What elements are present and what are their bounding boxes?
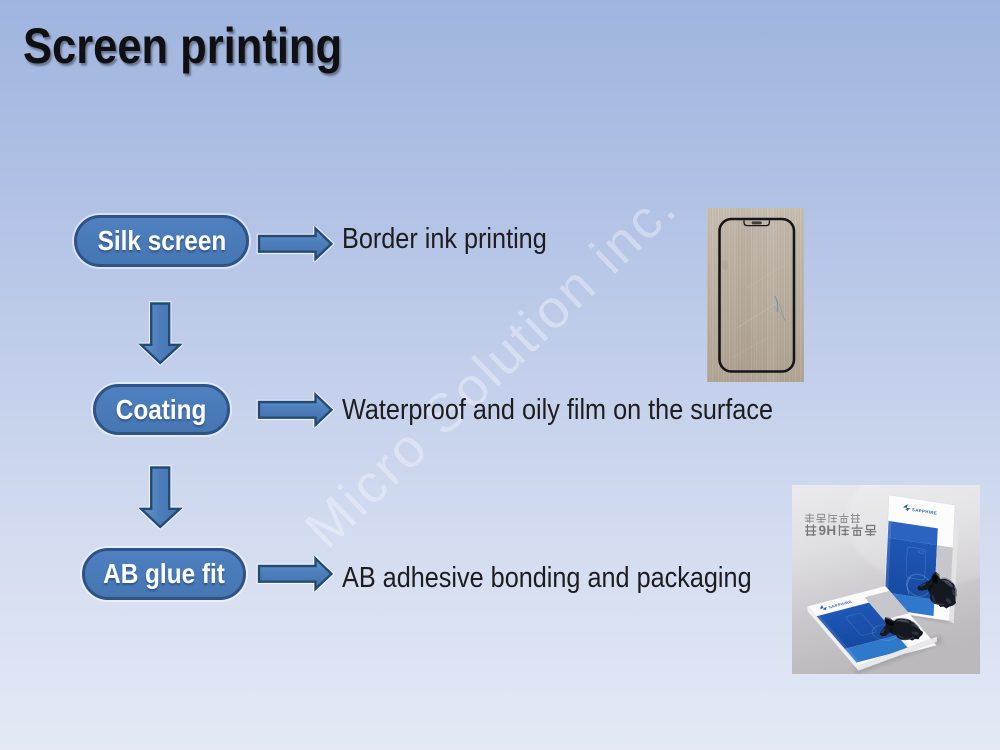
caption-9h-text: 9H — [819, 523, 837, 538]
right-arrow-icon — [256, 392, 335, 428]
flow-step-ab-glue-fit: AB glue fit — [82, 548, 246, 600]
down-arrow-icon — [139, 465, 183, 530]
protector-outline — [718, 217, 796, 373]
packaging-caption-line2: 9H — [805, 523, 877, 538]
flow-step-silk-screen: Silk screen — [74, 215, 249, 267]
protector-speaker-notch — [751, 221, 762, 225]
right-arrow-icon — [256, 226, 335, 262]
down-arrow-icon — [139, 301, 183, 366]
right-arrow-icon — [256, 556, 335, 592]
flow-description-text: Border ink printing — [342, 223, 547, 255]
flow-step-label: Silk screen — [97, 225, 226, 256]
flow-description-1: Border ink printing — [342, 225, 577, 254]
packaging-box-front — [807, 585, 937, 666]
flow-description-2: Waterproof and oily film on the surface — [342, 396, 837, 425]
flow-step-label: AB glue fit — [103, 558, 225, 589]
flow-description-text: AB adhesive bonding and packaging — [342, 562, 752, 594]
flow-description-3: AB adhesive bonding and packaging — [342, 564, 813, 593]
packaging-box-back — [883, 494, 960, 624]
flow-step-label: Coating — [116, 393, 207, 425]
slide-title: Screen printing — [23, 21, 390, 71]
slide-title-text: Screen printing — [23, 18, 343, 74]
screen-protector-photo — [707, 208, 804, 382]
flow-description-text: Waterproof and oily film on the surface — [342, 394, 773, 426]
flow-step-coating: Coating — [93, 384, 230, 435]
packaging-photo: SAPPHIRE — [792, 485, 980, 674]
